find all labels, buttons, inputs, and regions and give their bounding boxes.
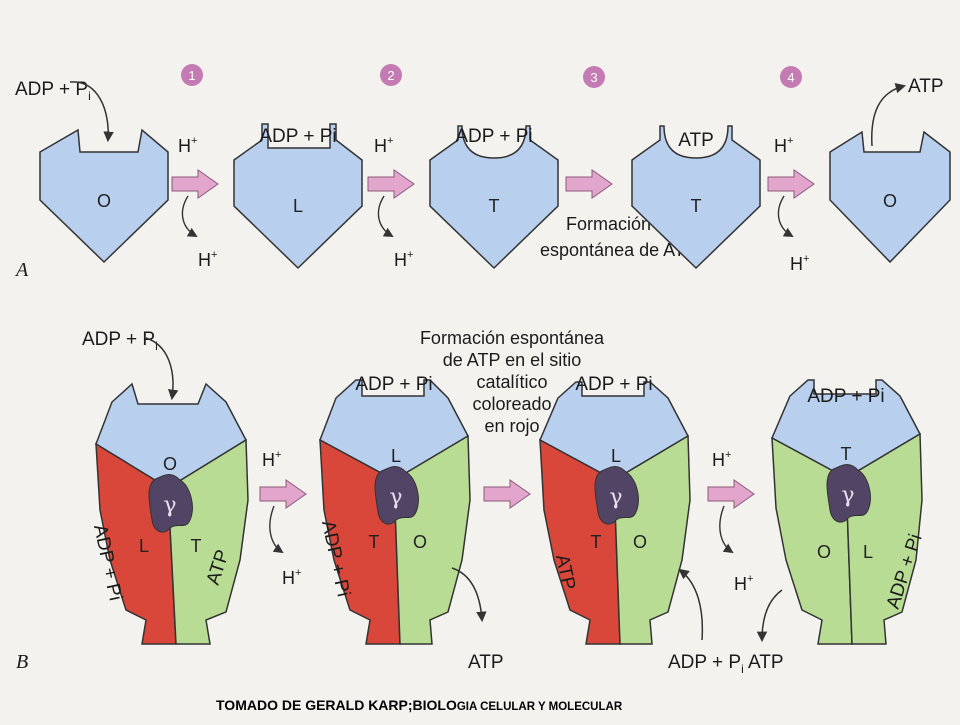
spontaneous-note: Formación bbox=[566, 214, 651, 234]
svg-text:γ: γ bbox=[163, 493, 176, 518]
svg-text:coloreado: coloreado bbox=[472, 394, 551, 414]
svg-text:3: 3 bbox=[590, 70, 597, 85]
adp-pi-binding-label: ADP + Pi bbox=[668, 652, 744, 676]
svg-text:O: O bbox=[413, 532, 427, 552]
transition-arrow bbox=[483, 479, 531, 509]
proton-in-label: H+ bbox=[774, 135, 793, 156]
svg-text:T: T bbox=[191, 536, 202, 556]
proton-in-label: H+ bbox=[262, 449, 281, 470]
proton-arrow bbox=[269, 505, 284, 554]
site-state-label: O bbox=[97, 191, 111, 211]
site-state-label: T bbox=[489, 196, 500, 216]
spontaneous-formation-note: Formación espontánea de ATP en el sitio … bbox=[420, 328, 605, 436]
transition-arrow bbox=[171, 169, 219, 199]
svg-text:1: 1 bbox=[188, 68, 195, 83]
site-tight-atp bbox=[631, 125, 761, 270]
site-open bbox=[829, 130, 951, 264]
svg-text:ADP + Pi: ADP + Pi bbox=[807, 386, 884, 407]
step-badge: 4 bbox=[780, 66, 802, 88]
proton-arrow bbox=[719, 505, 734, 554]
svg-text:catalítico: catalítico bbox=[476, 372, 547, 392]
transition-arrow bbox=[707, 479, 755, 509]
svg-text:L: L bbox=[863, 542, 873, 562]
site-state-label: O bbox=[883, 191, 897, 211]
step-badge: 3 bbox=[583, 66, 605, 88]
svg-text:γ: γ bbox=[389, 485, 402, 510]
svg-text:4: 4 bbox=[787, 70, 794, 85]
section-label-b: B bbox=[16, 651, 28, 673]
transition-arrow bbox=[367, 169, 415, 199]
svg-text:O: O bbox=[633, 532, 647, 552]
step-badge: 1 bbox=[181, 64, 203, 86]
proton-out-label: H+ bbox=[198, 249, 217, 270]
panel-a: 1 2 3 4 ADP + Pi O H+ H+ ADP + Pi L H+ H… bbox=[14, 64, 951, 281]
proton-arrow bbox=[377, 195, 394, 237]
svg-text:γ: γ bbox=[841, 483, 854, 508]
svg-text:L: L bbox=[391, 446, 401, 466]
site-loose bbox=[233, 123, 363, 270]
spontaneous-note: espontánea de ATP bbox=[540, 240, 697, 260]
bound-adp-pi: ADP + Pi bbox=[259, 126, 336, 147]
transition-arrow bbox=[767, 169, 815, 199]
f1-complex: γ ADP + Pi L T O ATP bbox=[539, 374, 704, 645]
proton-arrow bbox=[777, 195, 794, 237]
site-open bbox=[39, 128, 169, 264]
svg-text:L: L bbox=[611, 446, 621, 466]
f1-complex: γ ADP + Pi L T O ADP + Pi bbox=[317, 374, 487, 645]
adp-pi-input-label: ADP + Pi bbox=[15, 79, 91, 103]
binding-arrow bbox=[69, 81, 114, 143]
transition-arrow bbox=[565, 169, 613, 199]
svg-text:T: T bbox=[591, 532, 602, 552]
atp-output-label: ATP bbox=[908, 76, 944, 97]
bound-adp-pi: ADP + Pi bbox=[455, 126, 532, 147]
f1-complex: γ O L T ADP + Pi ATP bbox=[89, 382, 249, 645]
proton-out-label: H+ bbox=[790, 253, 809, 274]
site-state-label: T bbox=[691, 196, 702, 216]
proton-arrow bbox=[181, 195, 198, 237]
binding-arrow bbox=[145, 337, 179, 401]
transition-arrow bbox=[259, 479, 307, 509]
adp-pi-input-label: ADP + Pi bbox=[82, 329, 158, 353]
proton-out-label: H+ bbox=[394, 249, 413, 270]
proton-out-label: H+ bbox=[282, 567, 301, 588]
svg-text:Formación espontánea: Formación espontánea bbox=[420, 328, 605, 348]
atp-released-label: ATP bbox=[468, 652, 504, 673]
step-badge: 2 bbox=[380, 64, 402, 86]
proton-in-label: H+ bbox=[374, 135, 393, 156]
proton-in-label: H+ bbox=[712, 449, 731, 470]
svg-text:O: O bbox=[817, 542, 831, 562]
svg-text:γ: γ bbox=[609, 485, 622, 510]
svg-text:O: O bbox=[163, 454, 177, 474]
svg-text:ADP + Pi: ADP + Pi bbox=[575, 374, 652, 395]
release-arrow bbox=[871, 82, 907, 147]
svg-text:de ATP en el sitio: de ATP en el sitio bbox=[443, 350, 581, 370]
section-label-a: A bbox=[14, 259, 29, 281]
svg-text:2: 2 bbox=[387, 68, 394, 83]
svg-text:en rojo: en rojo bbox=[484, 416, 539, 436]
site-state-label: L bbox=[293, 196, 303, 216]
proton-in-label: H+ bbox=[178, 135, 197, 156]
panel-b: ADP + Pi γ O L T ADP + Pi ATP H+ H+ γ AD… bbox=[16, 328, 927, 676]
proton-out-label: H+ bbox=[734, 573, 753, 594]
svg-text:L: L bbox=[139, 536, 149, 556]
svg-text:ADP + Pi: ADP + Pi bbox=[355, 374, 432, 395]
atp-released-label: ATP bbox=[748, 652, 784, 673]
svg-text:T: T bbox=[841, 444, 852, 464]
svg-text:T: T bbox=[369, 532, 380, 552]
bound-atp: ATP bbox=[678, 130, 714, 151]
site-tight bbox=[429, 125, 559, 270]
source-caption: TOMADO DE GERALD KARP;BIOLOGIA CELULAR Y… bbox=[216, 697, 623, 713]
f1-complex: γ ADP + Pi T O L ADP + Pi bbox=[756, 379, 927, 645]
